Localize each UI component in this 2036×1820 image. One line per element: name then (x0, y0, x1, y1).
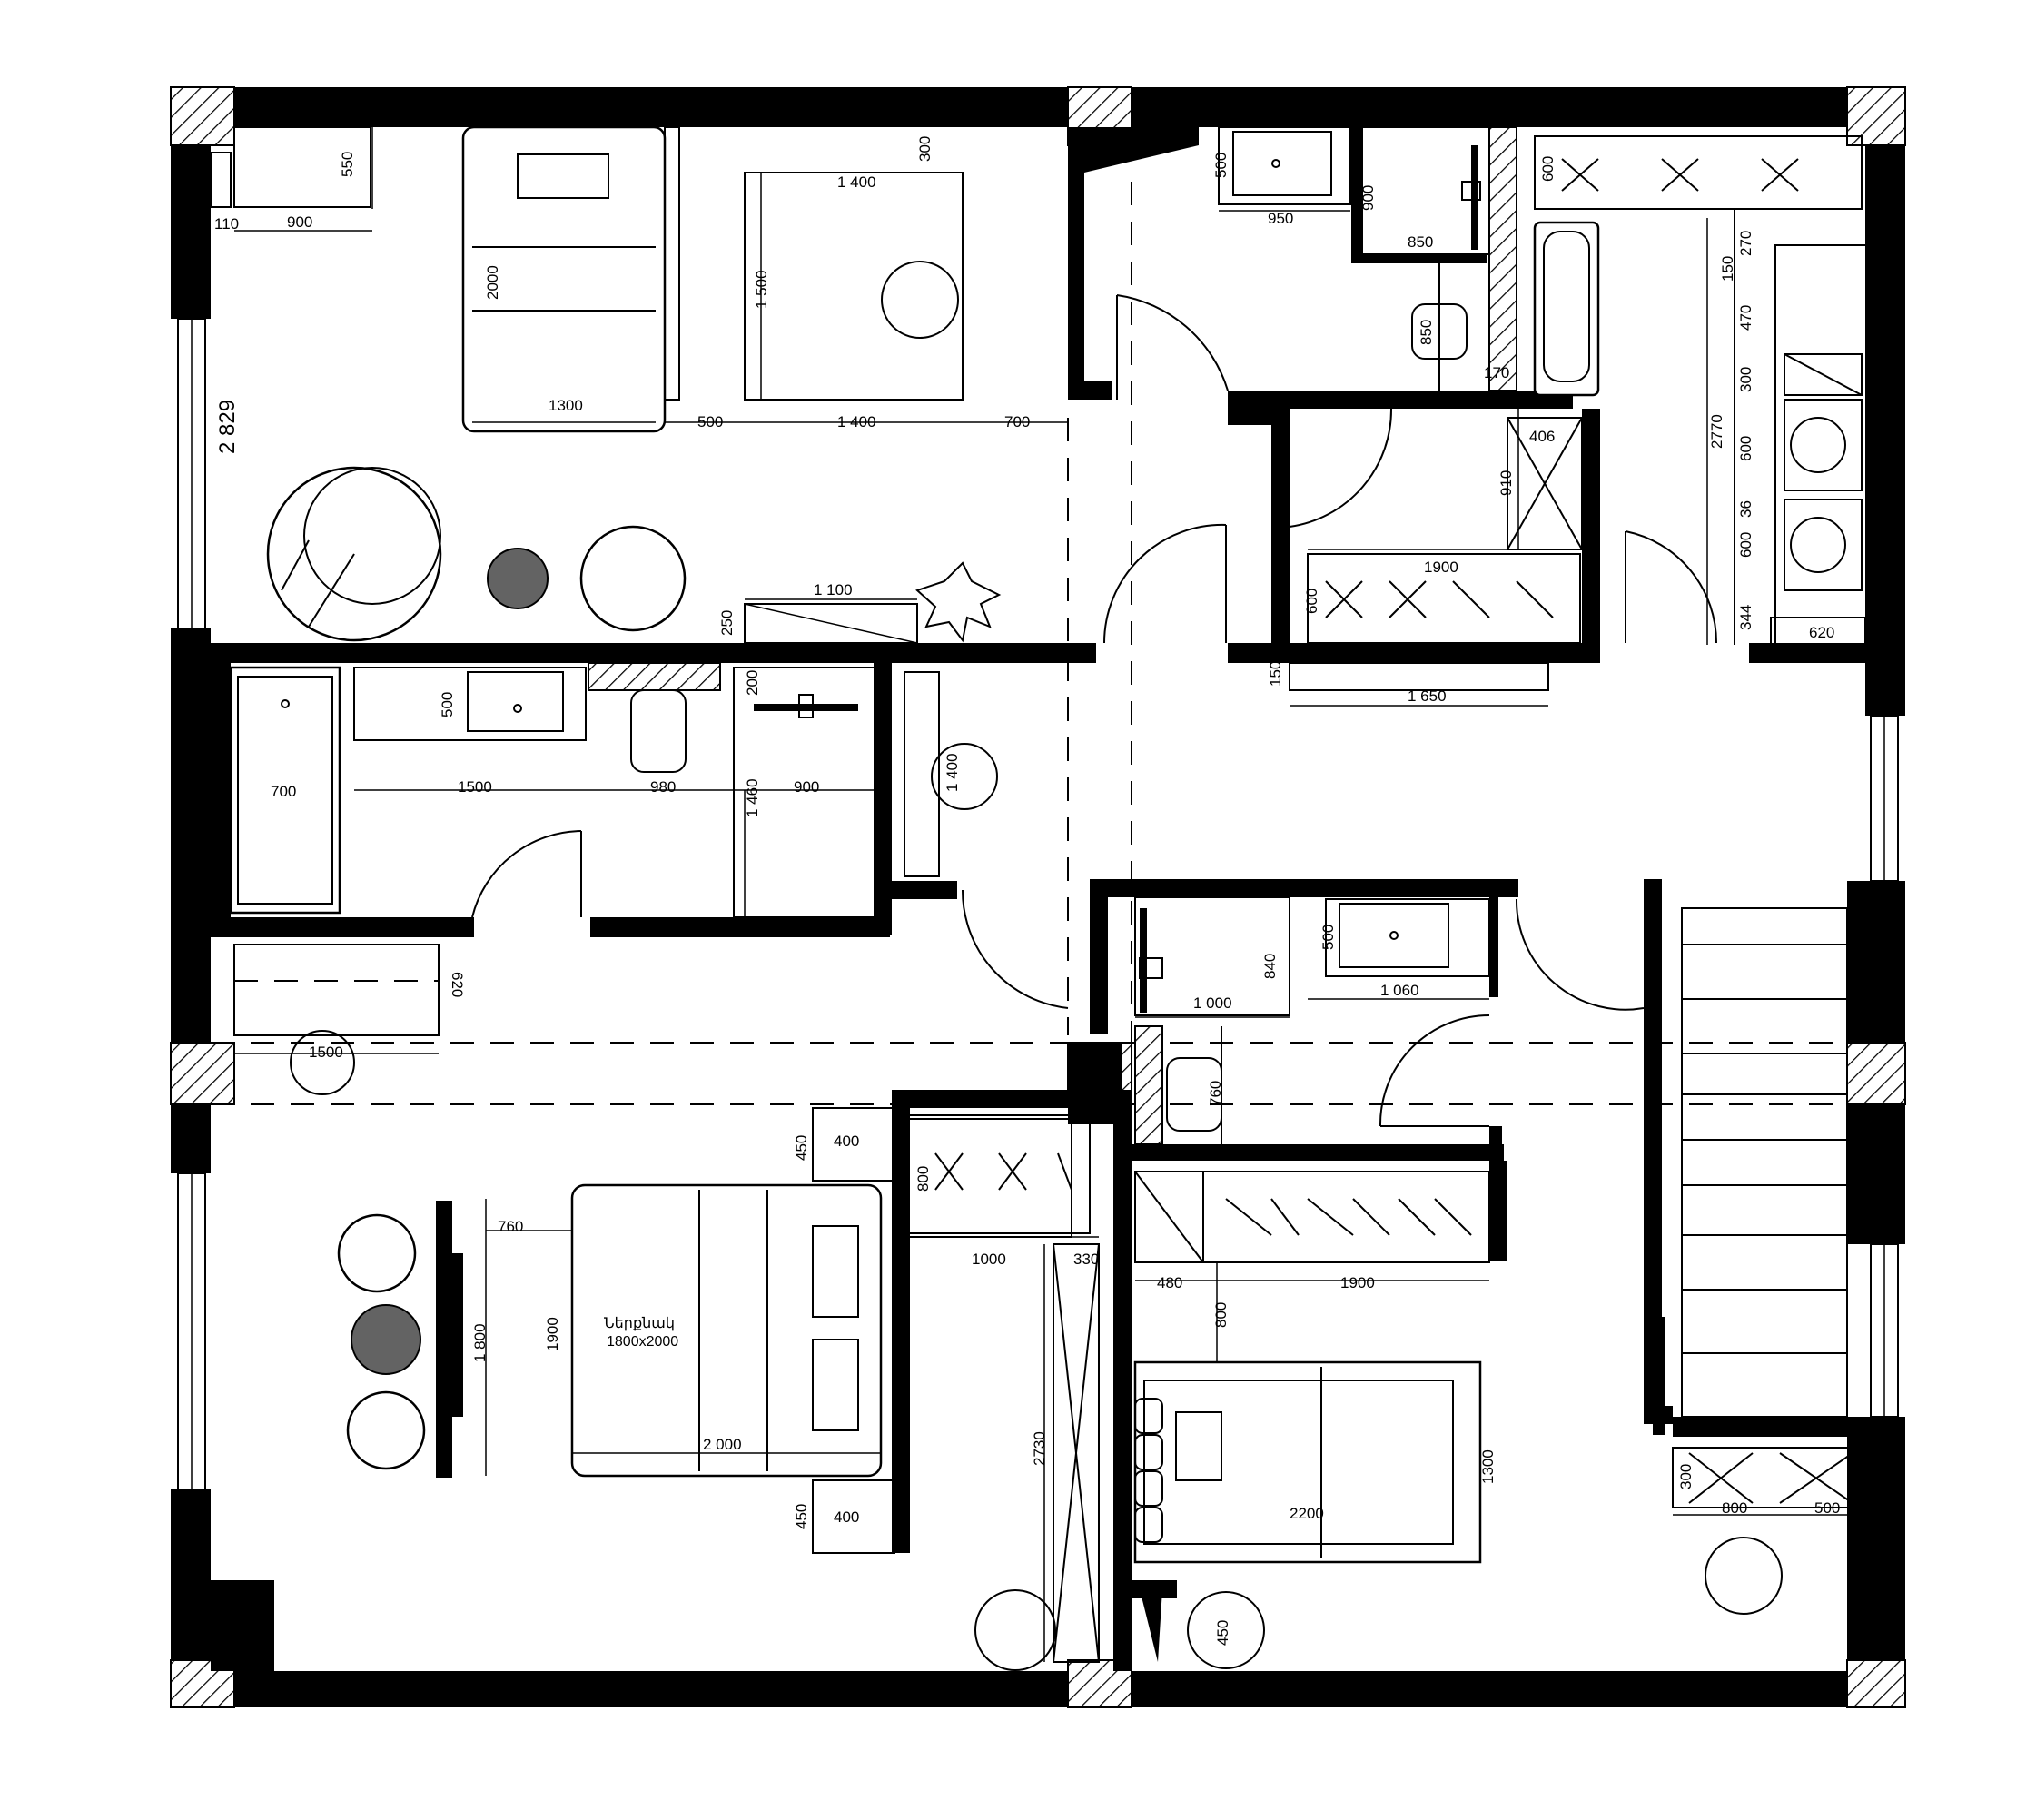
bedroom-bottom-right (1133, 1360, 1783, 1669)
dim-800-stairs: 800 (1722, 1499, 1747, 1517)
dim-450-stool: 450 (1214, 1620, 1231, 1646)
dim-1400-top: 1 400 (837, 173, 876, 191)
dim-1500-hall: 1500 (309, 1044, 343, 1061)
dim-1400-row: 1 400 (837, 413, 876, 430)
dim-2730: 2730 (1031, 1431, 1048, 1466)
bed-label-line2: 1800x2000 (607, 1334, 678, 1350)
dim-400-nightstand-bottom: 400 (834, 1508, 859, 1526)
dim-950: 950 (1268, 210, 1293, 227)
dim-250: 250 (718, 610, 736, 636)
dim-850-shower: 850 (1408, 233, 1433, 251)
dim-800-closet: 800 (914, 1166, 932, 1192)
dim-1000-mid: 1 000 (1193, 994, 1232, 1012)
wardrobes-lower (907, 1114, 1866, 1663)
dim-2829: 2 829 (215, 400, 240, 454)
dim-1800: 1 800 (471, 1323, 489, 1362)
dim-1650: 1 650 (1408, 687, 1447, 705)
bed-label: Ներքնակ 1800x2000 (604, 1316, 678, 1350)
dim-620: 620 (1809, 624, 1834, 641)
dim-600-washer2: 600 (1737, 532, 1754, 558)
dim-500-sink: 500 (1212, 153, 1230, 178)
dim-1900-bed: 1900 (544, 1317, 561, 1351)
dim-450-nightstand-bottom: 450 (793, 1504, 810, 1529)
hall-misc (233, 743, 998, 1095)
dim-406: 406 (1529, 428, 1555, 445)
windows (177, 152, 1899, 1703)
dim-2200: 2200 (1290, 1505, 1324, 1522)
dim-450-nightstand-top: 450 (793, 1135, 810, 1161)
dim-700-bath: 700 (271, 783, 296, 800)
bedroom-bottom-left (337, 1107, 1072, 1671)
dim-150: 150 (1719, 256, 1736, 282)
dim-600-washer1: 600 (1737, 436, 1754, 461)
dim-900-shower: 900 (1359, 185, 1377, 211)
dim-480: 480 (1157, 1274, 1182, 1291)
dim-300-stairs: 300 (1677, 1464, 1695, 1489)
dimension-lines (234, 127, 1865, 1662)
dim-470: 470 (1737, 305, 1754, 331)
dim-500-row: 500 (697, 413, 723, 430)
bathroom-middle (1134, 896, 1490, 1145)
dim-1100: 1 100 (814, 581, 853, 598)
dim-1900-wardrobe: 1900 (1424, 559, 1458, 576)
dim-900-bath: 900 (794, 778, 819, 796)
dashed-overhead-lines (211, 182, 1847, 1671)
dim-620-hall: 620 (449, 972, 466, 997)
dim-2770: 2770 (1708, 414, 1725, 449)
dim-400-nightstand-top: 400 (834, 1133, 859, 1150)
staircase (1681, 907, 1848, 1418)
dim-344: 344 (1737, 605, 1754, 630)
dim-1900-lower: 1900 (1340, 1274, 1375, 1291)
dim-840: 840 (1261, 954, 1279, 979)
dim-760-bed: 760 (498, 1218, 523, 1235)
dim-850-wc: 850 (1418, 320, 1435, 345)
dimension-labels: 110 900 550 300 1 400 1 500 2000 1300 2 … (214, 136, 1840, 1646)
dim-150-shelf: 150 (1267, 661, 1284, 687)
door-swings (202, 294, 1718, 1662)
dim-2000-bed: 2 000 (703, 1436, 742, 1453)
dim-1500-bath: 1500 (458, 778, 492, 796)
dim-1300-bed2: 1300 (1479, 1449, 1497, 1484)
dim-600-wardrobe: 600 (1303, 589, 1320, 614)
dim-800-lower: 800 (1212, 1302, 1230, 1328)
bed-label-line1: Ներքնակ (604, 1316, 675, 1331)
dim-500-mid: 500 (1319, 925, 1337, 950)
dim-330: 330 (1073, 1251, 1099, 1268)
dim-36: 36 (1737, 500, 1754, 518)
dim-270: 270 (1737, 231, 1754, 256)
dim-910: 910 (1497, 470, 1515, 496)
dim-500-stairs: 500 (1814, 1499, 1840, 1517)
bedroom-top-left (233, 125, 1002, 644)
dim-600-laundry: 600 (1539, 156, 1557, 182)
dim-1000-closet: 1000 (972, 1251, 1006, 1268)
dim-300-laundry: 300 (1737, 367, 1754, 392)
dim-1400-vertical: 1 400 (944, 753, 961, 792)
dim-2000-bed: 2000 (484, 265, 501, 300)
bathroom-top-left (229, 662, 940, 918)
dim-980: 980 (650, 778, 676, 796)
dim-170: 170 (1484, 364, 1509, 381)
laundry-room (1533, 135, 1867, 646)
dim-900: 900 (287, 213, 312, 231)
dim-500-bath: 500 (439, 692, 456, 717)
bathroom-top-center (1218, 126, 1517, 391)
dim-110: 110 (214, 215, 239, 232)
dim-550: 550 (339, 152, 356, 177)
dim-700-row: 700 (1004, 413, 1030, 430)
dim-1300-bed: 1300 (549, 397, 583, 414)
dim-1060: 1 060 (1380, 982, 1419, 999)
dim-760-wc: 760 (1207, 1081, 1224, 1106)
dim-200: 200 (744, 670, 761, 696)
dim-1460: 1 460 (744, 778, 761, 817)
dim-1500-vertical: 1 500 (753, 270, 770, 309)
dim-300: 300 (916, 136, 934, 162)
